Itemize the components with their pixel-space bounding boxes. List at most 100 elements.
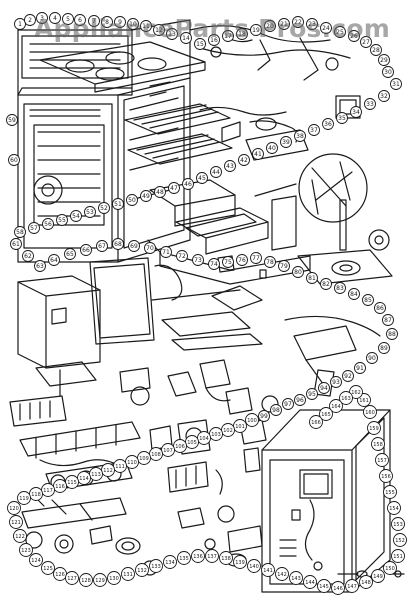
callout-balloon xyxy=(292,266,304,278)
callout-label: 20 xyxy=(266,23,274,30)
callout-label: 27 xyxy=(362,39,370,46)
callout-label: 37 xyxy=(310,127,318,134)
callout-label: 81 xyxy=(308,275,316,282)
callout-balloon xyxy=(329,399,343,413)
callout-label: 153 xyxy=(393,522,403,528)
callout-154: 154 xyxy=(387,501,401,515)
callout-124: 124 xyxy=(29,553,43,567)
callout-127: 127 xyxy=(65,571,79,585)
callout-165: 165 xyxy=(319,407,333,421)
callout-141: 141 xyxy=(261,563,275,577)
callout-65: 65 xyxy=(64,248,76,260)
callout-26: 26 xyxy=(348,30,360,42)
callout-label: 64 xyxy=(50,257,58,264)
callout-balloon xyxy=(339,391,353,405)
callout-99: 99 xyxy=(258,410,270,422)
callout-label: 29 xyxy=(380,57,388,64)
callout-balloon xyxy=(383,485,397,499)
callout-balloon xyxy=(294,130,306,142)
callout-balloon xyxy=(371,437,385,451)
callout-11: 11 xyxy=(140,20,152,32)
callout-label: 138 xyxy=(221,556,231,562)
callout-balloon xyxy=(336,112,348,124)
callout-balloon xyxy=(391,517,405,531)
callout-96: 96 xyxy=(294,394,306,406)
callout-9: 9 xyxy=(114,16,126,28)
callout-balloon xyxy=(194,38,206,50)
callout-label: 78 xyxy=(266,259,274,266)
callout-balloon xyxy=(84,206,96,218)
callout-75: 75 xyxy=(222,256,234,268)
callout-20: 20 xyxy=(264,20,276,32)
callout-balloon xyxy=(236,28,248,40)
callout-balloon xyxy=(93,573,107,587)
callout-balloon xyxy=(163,555,177,569)
callout-balloon xyxy=(28,222,40,234)
callout-108: 108 xyxy=(149,447,163,461)
callout-71: 71 xyxy=(160,246,172,258)
callout-106: 106 xyxy=(173,439,187,453)
callout-label: 108 xyxy=(151,452,161,458)
callout-label: 33 xyxy=(366,101,374,108)
cooktop xyxy=(39,41,206,93)
hardware xyxy=(149,81,405,578)
callout-balloon xyxy=(236,254,248,266)
range-body xyxy=(17,19,191,263)
callout-133: 133 xyxy=(149,559,163,573)
callout-93: 93 xyxy=(330,376,342,388)
callout-64: 64 xyxy=(48,254,60,266)
callout-70: 70 xyxy=(144,242,156,254)
callout-label: 50 xyxy=(128,197,136,204)
callout-97: 97 xyxy=(282,398,294,410)
callout-80: 80 xyxy=(292,266,304,278)
callout-122: 122 xyxy=(13,529,27,543)
callout-12: 12 xyxy=(153,24,165,36)
callout-balloon xyxy=(363,405,377,419)
callout-label: 36 xyxy=(324,121,332,128)
callout-label: 145 xyxy=(319,584,329,590)
callout-116: 116 xyxy=(53,479,67,493)
callout-label: 134 xyxy=(165,560,175,566)
callout-label: 53 xyxy=(86,209,94,216)
callout-balloon xyxy=(191,549,205,563)
callout-label: 126 xyxy=(55,572,65,578)
callout-label: 94 xyxy=(320,385,328,392)
callout-balloon xyxy=(348,30,360,42)
callout-label: 131 xyxy=(123,572,133,578)
callout-132: 132 xyxy=(135,563,149,577)
callout-label: 104 xyxy=(199,436,209,442)
callout-balloon xyxy=(112,198,124,210)
callout-24: 24 xyxy=(320,22,332,34)
callout-label: 39 xyxy=(282,139,290,146)
callout-13: 13 xyxy=(166,28,178,40)
callout-balloon xyxy=(320,22,332,34)
callout-label: 86 xyxy=(376,305,384,312)
callout-balloon xyxy=(379,469,393,483)
callout-112: 112 xyxy=(101,463,115,477)
callout-label: 158 xyxy=(373,442,383,448)
callout-68: 68 xyxy=(112,238,124,250)
callout-51: 51 xyxy=(112,198,124,210)
callout-balloon xyxy=(387,501,401,515)
callout-148: 148 xyxy=(359,575,373,589)
callout-150: 150 xyxy=(383,561,397,575)
callout-balloon xyxy=(149,559,163,573)
callout-balloon xyxy=(306,272,318,284)
callout-label: 115 xyxy=(67,480,77,486)
callout-balloon xyxy=(319,407,333,421)
callout-balloon xyxy=(247,559,261,573)
callout-balloon xyxy=(88,15,100,27)
callout-balloon xyxy=(48,254,60,266)
callout-82: 82 xyxy=(320,278,332,290)
callout-label: 74 xyxy=(210,261,218,268)
callout-label: 51 xyxy=(114,201,122,208)
callout-balloon xyxy=(261,563,275,577)
callout-label: 95 xyxy=(308,391,316,398)
callout-114: 114 xyxy=(77,471,91,485)
callout-101: 101 xyxy=(233,419,247,433)
callout-label: 5 xyxy=(66,16,70,23)
callout-label: 40 xyxy=(268,145,276,152)
callout-label: 97 xyxy=(284,401,292,408)
burner-assembly xyxy=(189,25,361,161)
callout-balloon xyxy=(114,16,126,28)
